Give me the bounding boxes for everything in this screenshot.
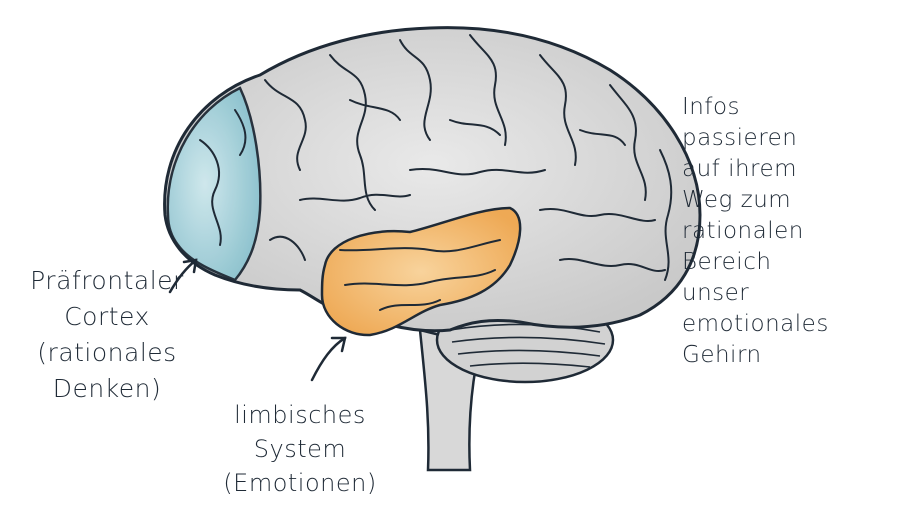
prefrontal-label-line: Denken): [12, 371, 202, 407]
prefrontal-cortex-label: Präfrontaler Cortex (rationales Denken): [12, 263, 202, 407]
note-line: rationalen: [682, 216, 829, 247]
note-line: Weg zum: [682, 185, 829, 216]
note-line: unser: [682, 278, 829, 309]
prefrontal-cortex-region: [168, 88, 261, 280]
note-line: passieren: [682, 123, 829, 154]
limbic-system-label: limbisches System (Emotionen): [200, 398, 400, 500]
prefrontal-label-line: (rationales: [12, 335, 202, 371]
limbic-label-line: (Emotionen): [200, 466, 400, 500]
prefrontal-label-line: Präfrontaler: [12, 263, 202, 299]
note-line: Infos: [682, 92, 829, 123]
note-line: auf ihrem: [682, 154, 829, 185]
note-line: Gehirn: [682, 340, 829, 371]
limbic-label-line: System: [200, 432, 400, 466]
side-note: Infos passieren auf ihrem Weg zum ration…: [682, 92, 829, 371]
note-line: Bereich: [682, 247, 829, 278]
limbic-label-line: limbisches: [200, 398, 400, 432]
note-line: emotionales: [682, 309, 829, 340]
limbic-arrow: [312, 338, 345, 380]
prefrontal-label-line: Cortex: [12, 299, 202, 335]
